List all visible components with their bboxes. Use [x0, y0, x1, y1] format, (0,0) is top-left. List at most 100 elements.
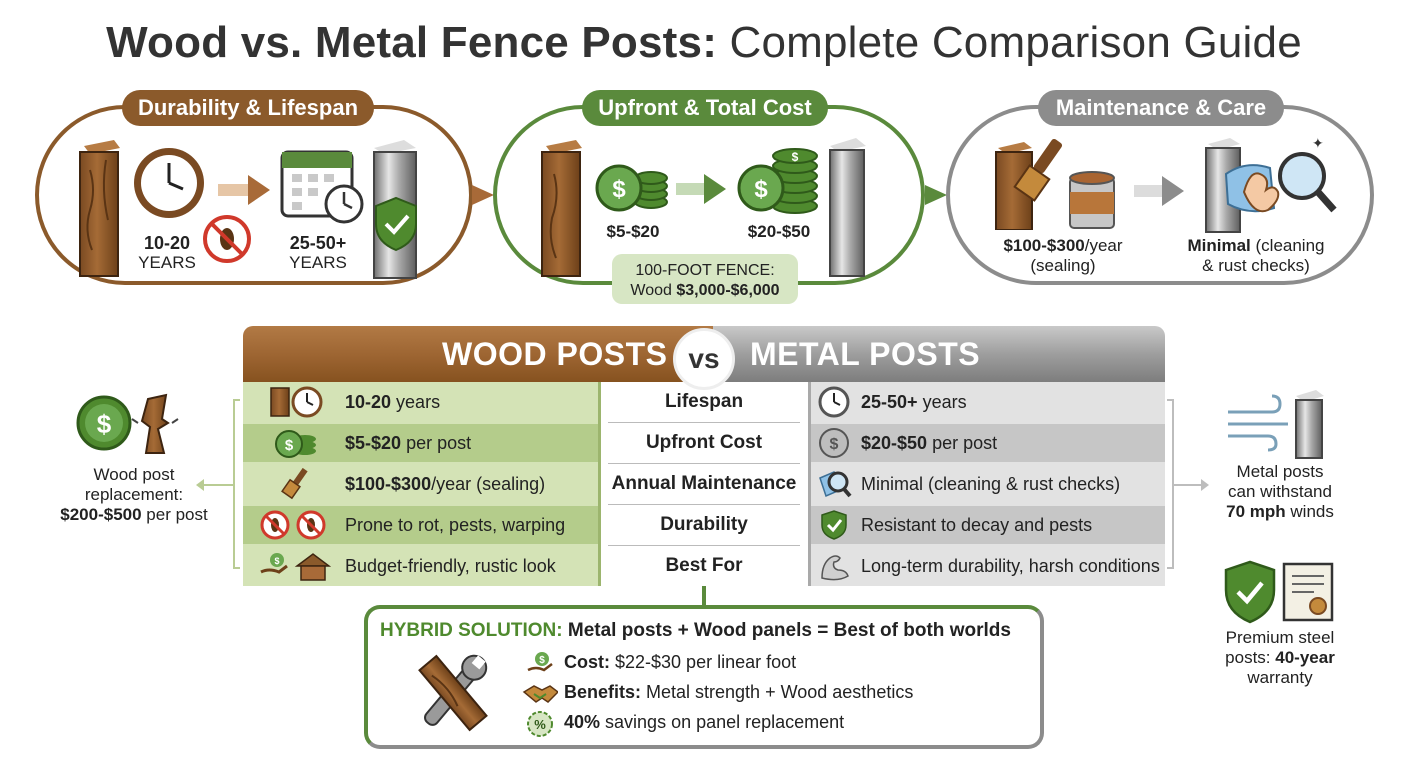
page-title: Wood vs. Metal Fence Posts: Complete Com… [0, 18, 1408, 68]
svg-text:$: $ [539, 655, 545, 666]
metal-row-shade-3 [808, 506, 1165, 544]
metal-row-shade-1 [808, 424, 1165, 462]
wood-column-border [598, 382, 601, 586]
row-label-upfront-cost: Upfront Cost [645, 432, 763, 453]
row-label-durability: Durability [660, 514, 748, 535]
maintenance-wood-value: $100-$300 [1003, 236, 1085, 255]
warranty-note-line2: posts: 40-year [1200, 648, 1360, 668]
row-label-annual-maintenance: Annual Maintenance [611, 473, 797, 494]
metal-cost-rest: per post [932, 432, 998, 453]
hybrid-solution-box [364, 605, 1044, 749]
maintenance-metal-value: Minimal [1187, 236, 1251, 255]
metal-lifespan-rest: years [922, 391, 967, 412]
arrow-connector-green-icon [925, 185, 947, 205]
wood-maintenance-bold: $100-$300 [345, 473, 432, 494]
wood-price-text: $5-$20 [606, 222, 660, 241]
arrow-right-icon [218, 175, 270, 205]
metal-shield-icon [821, 510, 847, 540]
wind-note-line3: 70 mph winds [1200, 502, 1360, 522]
fence-note-line2: Wood $3,000-$6,000 [612, 281, 798, 301]
maintenance-label: Maintenance & Care [1038, 90, 1284, 126]
hybrid-title-green: HYBRID SOLUTION: [380, 620, 563, 641]
vs-badge: vs [673, 328, 735, 390]
muscle-arm-icon [821, 555, 849, 581]
row-label-lifespan: Lifespan [664, 391, 744, 412]
percent-badge-icon: % [527, 711, 553, 737]
wood-cost-bold: $5-$20 [345, 432, 402, 453]
warranty-note: Premium steel posts: 40-year warranty [1200, 628, 1360, 688]
wood-banner-bg [243, 326, 713, 382]
metal-magnifier-icon [819, 470, 852, 498]
svg-text:$: $ [754, 176, 768, 203]
no-pests-icon [260, 510, 326, 540]
shield-certificate-icon [1224, 560, 1334, 624]
fence-note-text: 100-FOOT FENCE: Wood $3,000-$6,000 [612, 261, 798, 301]
wrench-plank-icon [418, 654, 488, 732]
metal-years-unit: YEARS [289, 253, 347, 272]
wind-note: Metal posts can withstand 70 mph winds [1200, 462, 1360, 522]
wood-replacement-value: $200-$500 [60, 505, 142, 524]
arrow-connector-icon [472, 185, 494, 205]
svg-text:%: % [534, 717, 546, 732]
clock-icon [134, 148, 204, 218]
row-label-best-for: Best For [665, 555, 743, 576]
wood-best-for-rest: Budget-friendly, rustic look [345, 555, 556, 576]
svg-text:$: $ [285, 437, 294, 454]
metal-maintenance-rest: Minimal (cleaning & rust checks) [861, 473, 1121, 494]
metal-durability-rest: Resistant to decay and pests [861, 514, 1093, 535]
coin-stack-small-icon: $ [595, 164, 668, 212]
hybrid-savings-rest: savings on panel replacement [600, 712, 845, 732]
maintenance-metal-rest1: (cleaning [1250, 236, 1325, 255]
metal-price-text: $20-$50 [747, 222, 811, 241]
wood-replacement-line2: replacement: [84, 485, 184, 504]
arrow-right-green-icon [676, 174, 726, 204]
mid-divider-2 [608, 463, 800, 464]
comparison-banner [243, 326, 1165, 382]
left-connector [196, 399, 240, 569]
metal-post-icon [829, 138, 866, 277]
warranty-note-line3: warranty [1247, 668, 1313, 687]
metal-lifespan-cell: 25-50+years [808, 383, 1165, 421]
hybrid-benefits-line: Benefits: Metal strength + Wood aestheti… [564, 682, 913, 703]
hybrid-cost-line: Cost: $22-$30 per linear foot [564, 652, 796, 673]
metal-post-shield-icon [373, 140, 417, 279]
metal-post-magnifier-icon: ✦ [1205, 136, 1337, 233]
maintenance-wood-suffix: /year [1084, 236, 1123, 255]
wood-coins-icon: $ [275, 430, 316, 458]
coin-stack-large-icon: $ $ [737, 148, 818, 214]
cost-money-icon: $ [527, 652, 553, 672]
mid-divider-1 [608, 422, 800, 423]
wood-lifespan-bold: 10-20 [345, 391, 392, 412]
wood-posts-header: WOOD POSTS [442, 336, 668, 372]
metal-cost-bold: $20-$50 [861, 432, 928, 453]
wood-post-icon-2 [541, 140, 582, 277]
mid-divider-4 [608, 545, 800, 546]
coin-broken-post-icon: $ [76, 393, 179, 454]
metal-posts-header: METAL POSTS [750, 336, 981, 372]
metal-years-text: 25-50+ YEARS [276, 233, 360, 273]
hybrid-benefits-value: Metal strength + Wood aesthetics [641, 682, 914, 702]
warranty-note-value: 40-year [1275, 648, 1335, 667]
wood-lifespan-rest: years [396, 391, 441, 412]
wood-maintenance-rest: /year (sealing) [431, 473, 546, 494]
wood-maintenance-cell: $100-$300/year (sealing) [243, 465, 601, 503]
fence-note-prefix: Wood [630, 282, 677, 299]
wind-note-line2: can withstand [1228, 482, 1332, 501]
warranty-note-line1: Premium steel [1225, 628, 1335, 647]
metal-years-value: 25-50+ [289, 233, 347, 253]
metal-lifespan-bold: 25-50+ [861, 391, 918, 412]
wood-years-text: 10-20 YEARS [128, 233, 206, 273]
arrow-right-gray-icon [1134, 176, 1184, 206]
fence-note-value: $3,000-$6,000 [676, 282, 780, 299]
hybrid-cost-value: $22-$30 per linear foot [610, 652, 797, 672]
no-termites-icon [203, 215, 251, 263]
metal-column-bg [808, 382, 1165, 586]
maintenance-wood-note: (sealing) [1030, 256, 1096, 275]
maintenance-metal-rest2: & rust checks) [1202, 256, 1310, 275]
metal-best-for-cell: Long-term durability, harsh conditions [808, 547, 1165, 585]
handshake-icon [522, 685, 558, 703]
wood-years-value: 10-20 [143, 233, 191, 253]
